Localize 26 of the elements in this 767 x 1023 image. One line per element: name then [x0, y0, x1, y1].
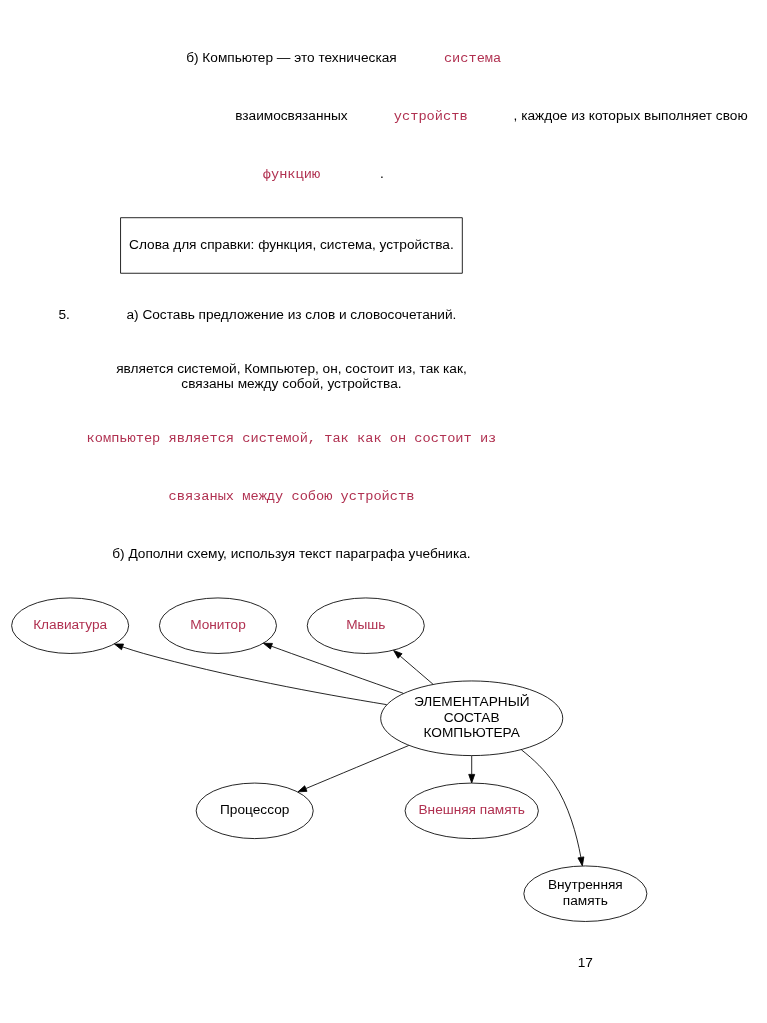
label: а) Составь предложение из слов и словосочетаний. — [126, 307, 457, 323]
label: б) Дополни схему, используя текст параграфа учебника. — [112, 546, 471, 562]
label: является системой, Компьютер, он, состоит из, так как, связаны между собой, устройства. — [116, 361, 467, 392]
label: функцию — [262, 167, 321, 183]
arrow — [520, 749, 585, 867]
label: , каждое из которых выполняет свою — [513, 108, 748, 124]
node-ellipse: ЭЛЕМЕНТАРНЫЙ СОСТАВ КОМПЬЮТЕРА — [380, 680, 564, 756]
label: система — [443, 51, 502, 67]
label: . — [380, 166, 384, 182]
arrow — [262, 642, 404, 694]
node-ellipse: Монитор — [159, 597, 277, 654]
node-box: Слова для справки: функция, система, устройства. — [120, 217, 463, 274]
arrow — [393, 650, 434, 685]
label: 5. — [58, 307, 70, 323]
label: 17 — [577, 955, 593, 971]
node-ellipse: Внешняя память — [404, 782, 539, 840]
arrow — [468, 755, 476, 784]
label: связаных между собою устройств — [168, 489, 415, 505]
label: устройств — [393, 109, 468, 125]
label: взаимосвязанных — [235, 108, 348, 124]
label: б) Компьютер — это техническая — [186, 50, 397, 66]
arrow — [297, 745, 410, 793]
node-ellipse: Мышь — [306, 597, 425, 654]
label: компьютер является системой, так как он состоит из — [86, 431, 497, 447]
arrow — [114, 643, 387, 706]
node-ellipse: Внутренняя память — [523, 865, 648, 922]
